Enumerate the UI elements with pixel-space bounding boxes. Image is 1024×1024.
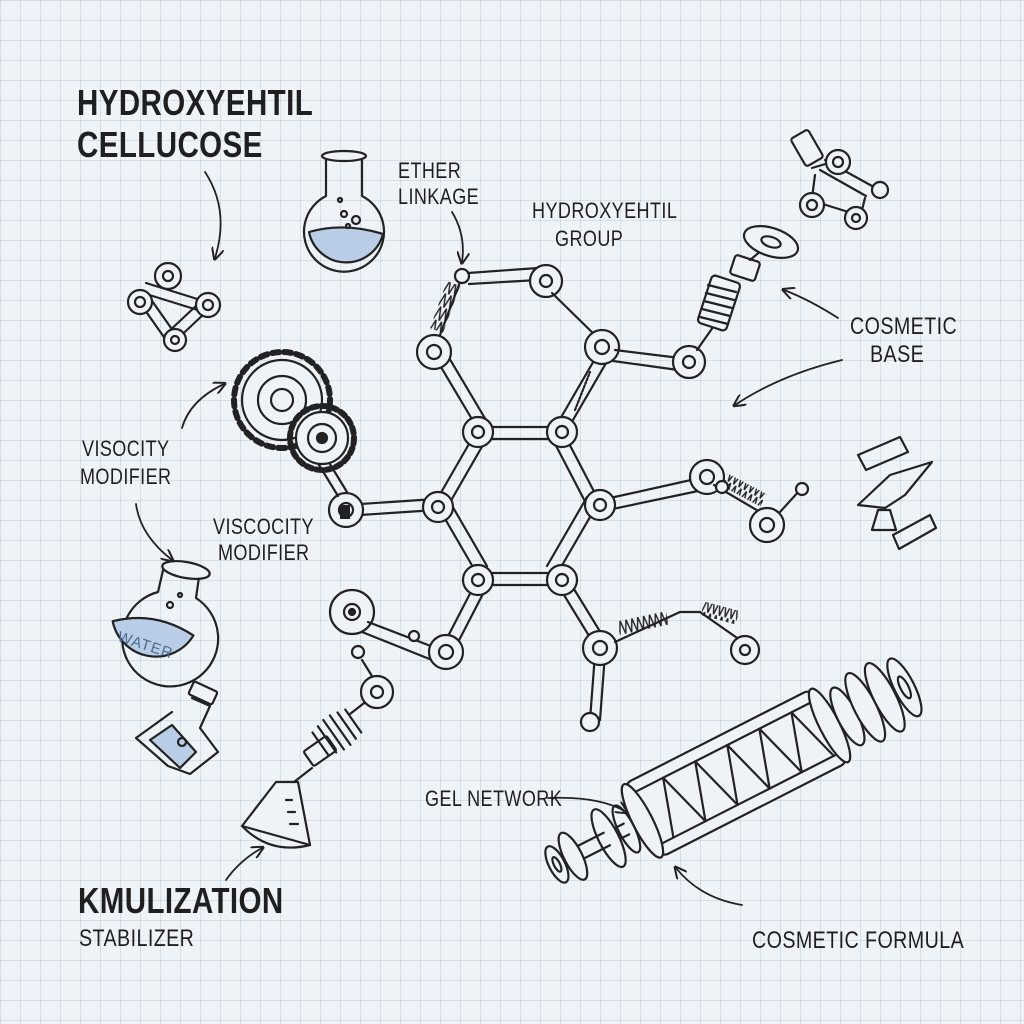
viscosity-modifier-label-1-line-1: VISOCITY	[82, 436, 170, 461]
cosmetic-formula-label: COSMETIC FORMULA	[752, 927, 965, 954]
hydroxyethyl-group-label-line-2: GROUP	[555, 226, 624, 251]
viscosity-modifier-label-2-line-1: VISCOCITY	[213, 514, 314, 539]
ether-linkage-chain	[415, 263, 707, 412]
left-arm	[314, 454, 365, 529]
gel-network-label: GEL NETWORK	[425, 786, 563, 811]
spring-piston-bottom	[292, 644, 395, 784]
flask-small	[134, 680, 220, 776]
ether-linkage-label-line-1: ETHER	[398, 158, 462, 183]
title-line-1: HYDROXYEHTIL	[77, 82, 314, 123]
gear-icon	[231, 349, 357, 473]
linkage-icon-left	[126, 261, 222, 353]
hydroxyethyl-group-label-line-1: HYDROXYEHTIL	[532, 198, 678, 223]
ether-linkage-label-line-2: LINKAGE	[398, 184, 480, 209]
molecule-ring	[343, 344, 705, 722]
emulsion-stabilizer-label-line-1: KMULIZATION	[78, 880, 284, 921]
cosmetic-base-label-line-2: BASE	[870, 341, 925, 368]
flask-top	[302, 149, 386, 273]
title-line-2: CELLUCOSE	[77, 124, 263, 165]
gel-network-cylinder	[544, 657, 923, 884]
viscosity-modifier-label-1-line-2: MODIFIER	[80, 464, 172, 489]
spring-arm-right	[688, 458, 810, 544]
bottom-right-arm	[579, 601, 761, 733]
piston-top-right	[695, 225, 800, 352]
bottom-left-arm	[328, 588, 465, 671]
annotation-arrows	[135, 171, 843, 906]
linkage-icon-top-right	[790, 129, 890, 231]
flask-water: WATER	[111, 559, 220, 688]
cosmetic-base-label-line-1: COSMETIC	[850, 313, 958, 340]
viscosity-modifier-label-2-line-2: MODIFIER	[218, 540, 310, 565]
emulsion-stabilizer-label-line-2: STABILIZER	[79, 925, 195, 952]
loose-parts-right	[856, 435, 938, 551]
beaker-bottom	[240, 780, 312, 849]
